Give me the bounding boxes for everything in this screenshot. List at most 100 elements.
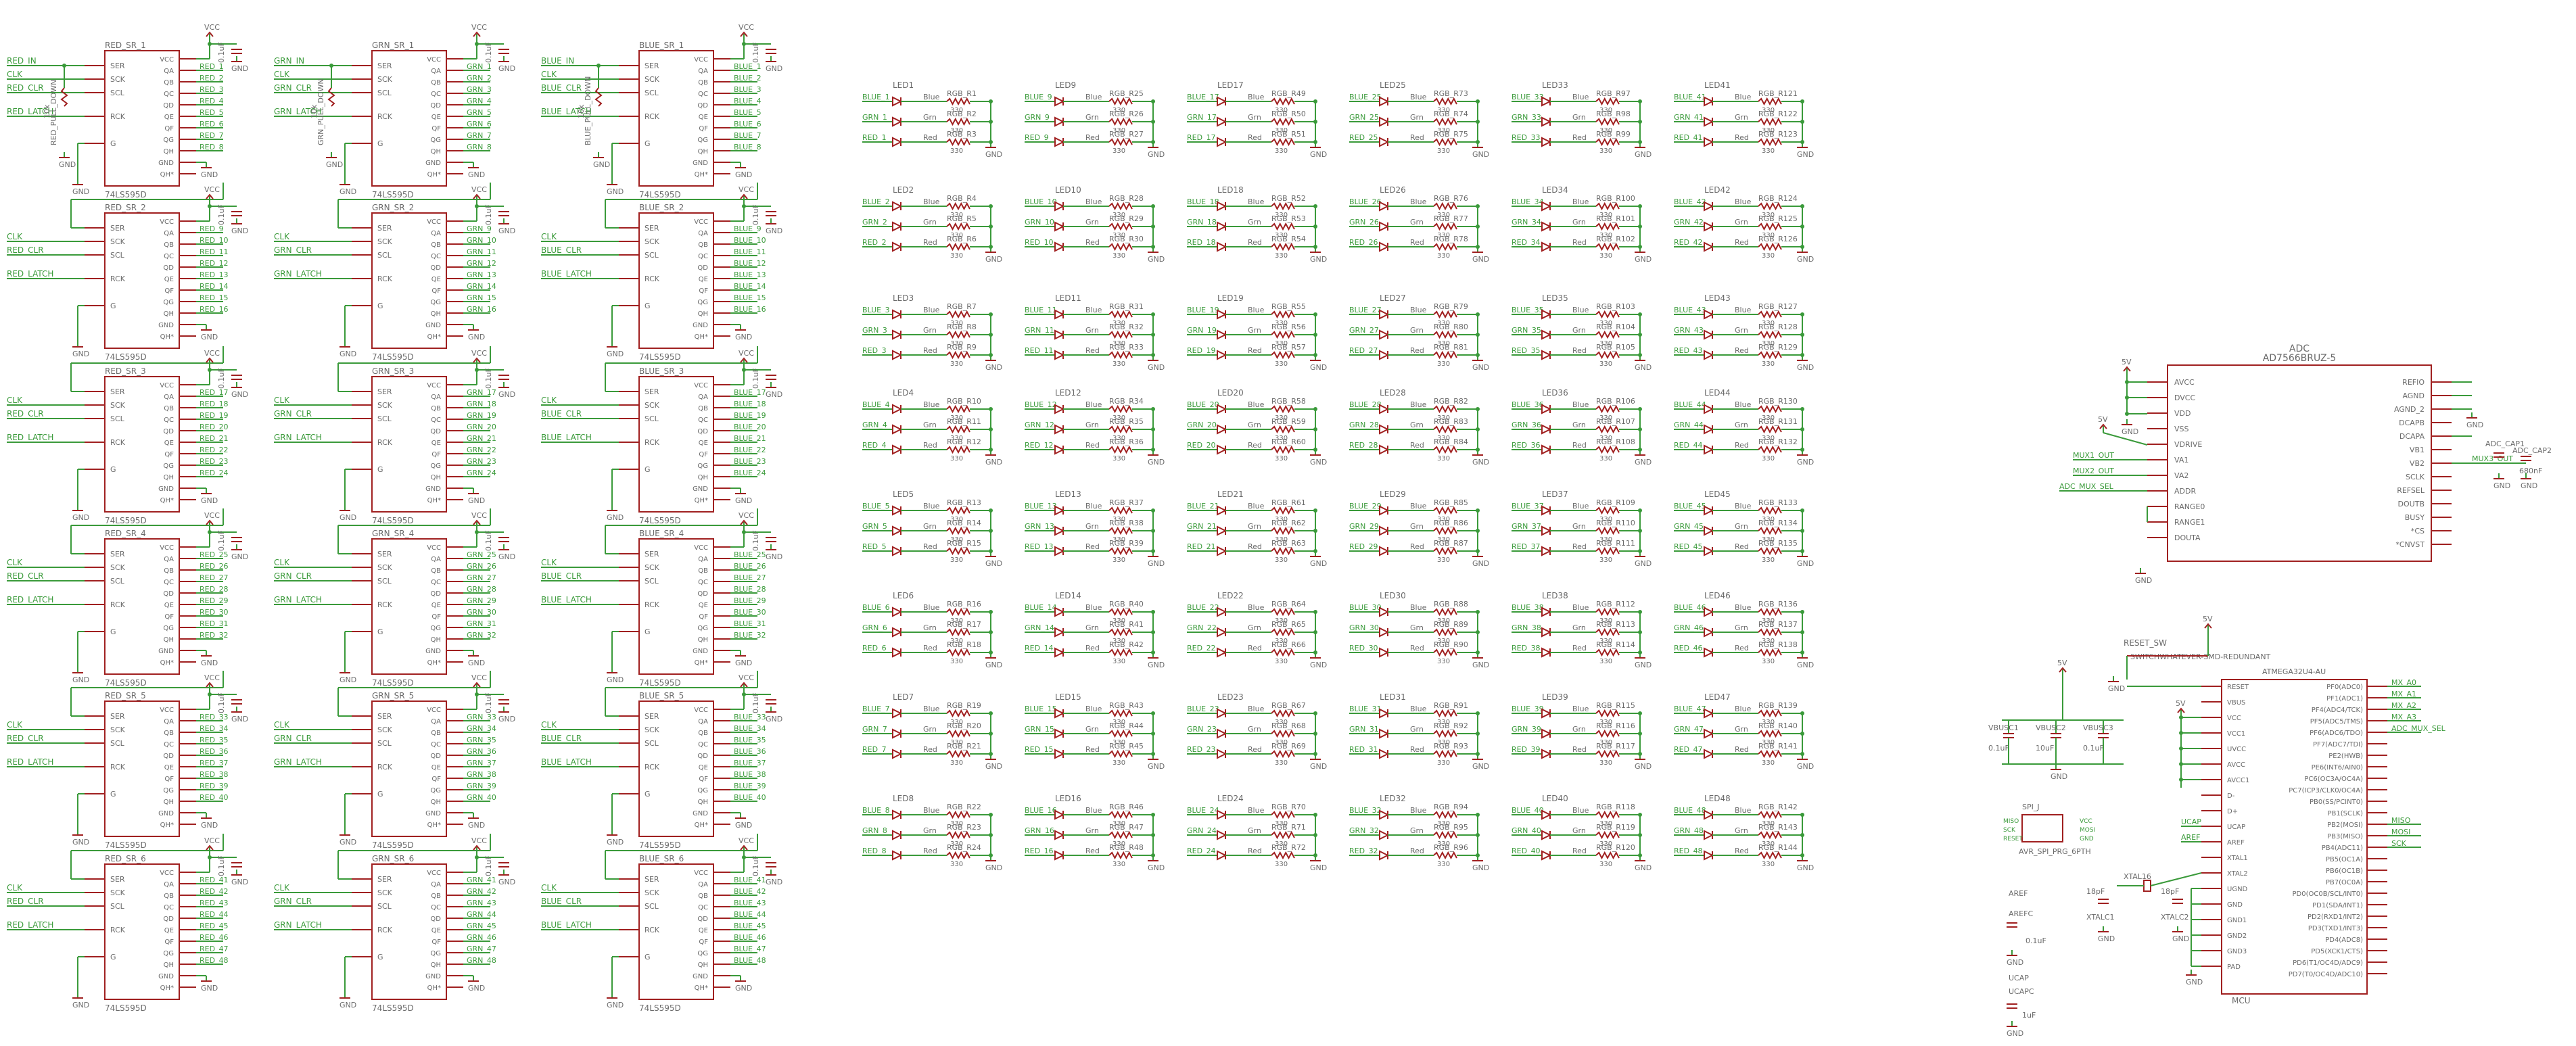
led-net-label: BLUE_15 xyxy=(1025,705,1057,713)
resistor-name: RGB_R29 xyxy=(1109,214,1144,223)
gnd-label: GND xyxy=(201,170,218,179)
resistor xyxy=(1595,506,1620,515)
adc-pin-name: RANGE0 xyxy=(2174,502,2205,511)
pin-name: QH xyxy=(431,310,441,318)
resistor-value: 330 xyxy=(1437,536,1450,544)
input-net-label: RED_LATCH xyxy=(7,920,53,930)
output-net-label: RED_20 xyxy=(200,423,229,431)
resistor-value: 330 xyxy=(1762,759,1775,767)
mcu-pin-name: VCC xyxy=(2227,715,2241,722)
output-net-label: BLUE_48 xyxy=(734,956,766,965)
resistor-value: 330 xyxy=(950,340,963,348)
channel-label: Grn xyxy=(1410,113,1424,122)
resistor-name: RGB_R16 xyxy=(947,600,981,609)
output-net-label: RED_19 xyxy=(200,411,229,420)
pin-name: QB xyxy=(431,893,441,900)
cap-value: 0.1uF xyxy=(217,692,226,713)
resistor-value: 330 xyxy=(950,820,963,828)
pin-name: QG xyxy=(430,787,441,794)
mcu-net-label: ADC_MUX_SEL xyxy=(2391,724,2446,733)
pin-name: QB xyxy=(431,241,441,249)
adc-pin-name: AVCC xyxy=(2174,378,2195,387)
input-net-label: GRN_CLR xyxy=(274,83,312,93)
gnd-label: GND xyxy=(985,255,1002,264)
led-net-label: GRN_42 xyxy=(1674,218,1704,227)
pin-name: QE xyxy=(431,602,441,609)
output-net-label: RED_30 xyxy=(200,608,229,617)
resistor-name: RGB_R110 xyxy=(1596,519,1635,527)
gnd-label: GND xyxy=(72,513,89,522)
diode xyxy=(1217,728,1227,739)
input-net-label: CLK xyxy=(541,720,557,730)
vcc-label: VCC xyxy=(204,673,220,682)
led-net-label: BLUE_2 xyxy=(862,197,890,206)
output-net-label: BLUE_43 xyxy=(734,899,766,907)
cap-value: 0.1uF xyxy=(217,368,226,389)
gnd-label: GND xyxy=(1472,363,1489,372)
output-net-label: RED_28 xyxy=(200,585,229,594)
gnd-label: GND xyxy=(2122,427,2138,436)
resistor-value: 330 xyxy=(950,252,963,260)
mcu-net-label: MX_A1 xyxy=(2391,690,2416,698)
gnd-label: GND xyxy=(1148,150,1165,159)
input-net-label: GRN_CLR xyxy=(274,571,312,581)
resistor xyxy=(1271,851,1295,860)
diode xyxy=(892,404,903,414)
mcu-pin-name: PF5(ADC5/TMS) xyxy=(2310,718,2363,726)
pin-name: QB xyxy=(431,730,441,737)
resistor xyxy=(1433,445,1457,454)
cap-value: 0.1uF xyxy=(217,204,226,225)
channel-label: Blue xyxy=(1735,197,1752,206)
resistor-name: RGB_R68 xyxy=(1271,721,1306,730)
resistor xyxy=(1758,350,1782,360)
channel-label: Grn xyxy=(923,522,937,531)
resistor-value: 330 xyxy=(1275,147,1288,155)
diode xyxy=(1541,809,1552,820)
resistor-value: 330 xyxy=(1437,340,1450,348)
gnd-label: GND xyxy=(985,150,1002,159)
channel-label: Grn xyxy=(1410,623,1424,632)
gnd-label: GND xyxy=(766,552,782,561)
led-net-label: RED_2 xyxy=(862,238,887,247)
resistor-name: RGB_R82 xyxy=(1434,397,1468,406)
resistor-value: 330 xyxy=(1113,127,1125,135)
output-net-label: RED_14 xyxy=(200,282,229,291)
mcu-pin-name: PD2(RXD1/INT2) xyxy=(2308,913,2363,921)
diode xyxy=(892,505,903,516)
gnd-label: GND xyxy=(2186,978,2203,986)
diode xyxy=(1704,444,1714,455)
diode xyxy=(1217,350,1227,360)
resistor-name: RGB_R108 xyxy=(1596,437,1635,446)
pin-name: GND xyxy=(158,322,174,329)
resistor xyxy=(1271,222,1295,231)
gnd-label: GND xyxy=(985,762,1002,771)
output-net-label: GRN_26 xyxy=(467,562,496,571)
resistor-value: 330 xyxy=(1113,455,1125,462)
led-net-label: GRN_40 xyxy=(1512,826,1541,835)
mcu-pin-name: PB7(OC0A) xyxy=(2326,879,2363,886)
channel-label: Blue xyxy=(923,502,940,510)
resistor xyxy=(946,242,970,252)
resistor-name: RGB_R79 xyxy=(1434,302,1468,311)
pin-name: QH* xyxy=(695,171,708,179)
resistor xyxy=(1595,201,1620,211)
channel-label: Blue xyxy=(1572,400,1589,409)
channel-label: Red xyxy=(1410,745,1424,754)
pin-name: QF xyxy=(431,125,441,133)
channel-label: Blue xyxy=(1248,93,1265,101)
led-name: LED30 xyxy=(1380,591,1406,600)
pin-name: QB xyxy=(164,241,174,249)
resistor xyxy=(1595,242,1620,252)
resistor-name: RGB_R76 xyxy=(1434,194,1468,203)
pin-name: SER xyxy=(645,712,659,721)
pin-name: QF xyxy=(431,613,441,621)
pin-name: QC xyxy=(431,741,441,748)
resistor xyxy=(1108,709,1133,718)
diode xyxy=(892,525,903,536)
output-net-label: GRN_48 xyxy=(467,956,496,965)
shift-register-part: 74LS595D xyxy=(105,190,147,199)
resistor-name: RGB_R49 xyxy=(1271,89,1306,98)
pin-name: QH xyxy=(698,799,708,806)
resistor-name: RGB_R80 xyxy=(1434,323,1468,331)
